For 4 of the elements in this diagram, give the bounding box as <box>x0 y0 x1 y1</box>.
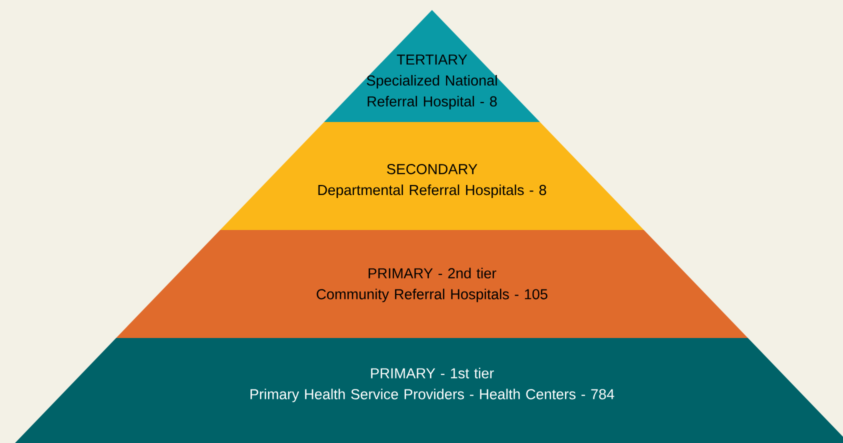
triangle-tier: TERTIARY Specialized National Referral Hospital - 8 <box>324 10 540 122</box>
pyramid-tier: PRIMARY - 2nd tier Community Referral Hospitals - 105 <box>116 230 748 338</box>
pyramid-tier: PRIMARY - 1st tier Primary Health Service Providers - Health Centers - 784 <box>15 338 843 443</box>
pyramid-tier: SECONDARY Departmental Referral Hospitals - 8 <box>220 122 644 230</box>
